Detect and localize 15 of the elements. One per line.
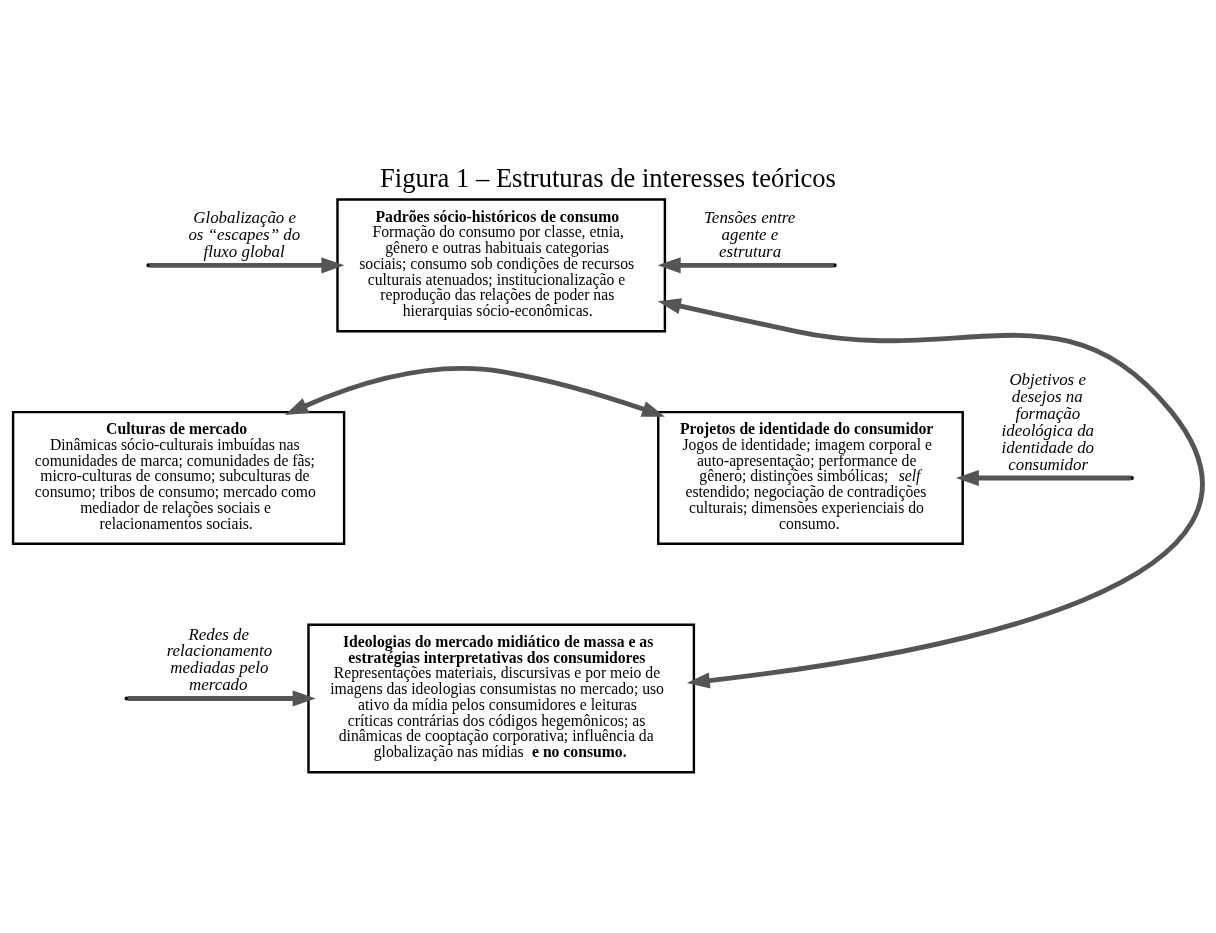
- node-box: Ideologias do mercado midiático de massa e as estratégias interpretativas dos consumidores Representações materiais, discursivas e por meio de imagens das ideologias consumistas no mercado; uso ativo da mídia pelos consumidores e leituras críticas contrárias dos códigos hegemônicos; as dinâmicas de cooptação corporativa; influência da globalização nas mídias e no consumo.: [307, 623, 696, 774]
- arrow: [127, 690, 316, 707]
- edge-label: Objetivos e desejos na formação ideológica da identidade do consumidor: [1001, 370, 1095, 474]
- arrow: [657, 257, 834, 274]
- arrow: [955, 469, 1131, 487]
- edge-label: Redes de relacionamento mediadas pelo mercado: [166, 624, 273, 695]
- diagram-title: Figura 1 – Estruturas de interesses teóricos: [380, 162, 836, 193]
- edge-label: Tensões entre agente e estrutura: [704, 208, 796, 262]
- arrow: [657, 298, 1204, 689]
- arrow: [284, 366, 665, 417]
- node-box: Culturas de mercado Dinâmicas sócio-culturais imbuídas nas comunidades de marca; comunidades de fãs; micro-culturas de consumo; subculturas de consumo; tribos de consumo; mercado como mediador de relações sociais e relacionamentos sociais.: [11, 410, 346, 546]
- edge-label: Globalização e os “escapes” do fluxo global: [188, 208, 301, 262]
- node-box: Padrões sócio-históricos de consumo Formação do consumo por classe, etnia, gênero e outras habituais categorias sociais; consumo sob condições de recursos culturais atenuados; institucionalização e reprodução das relações de poder nas hierarquias sócio-econômicas.: [336, 198, 667, 333]
- arrow: [149, 257, 345, 274]
- node-box: Projetos de identidade do consumidor Jogos de identidade; imagem corporal e auto-apresentação; performance de gênero; distinções simbólicas; self estendido; negociação de contradições culturais; dimensões experienciais do consumo.: [657, 410, 964, 546]
